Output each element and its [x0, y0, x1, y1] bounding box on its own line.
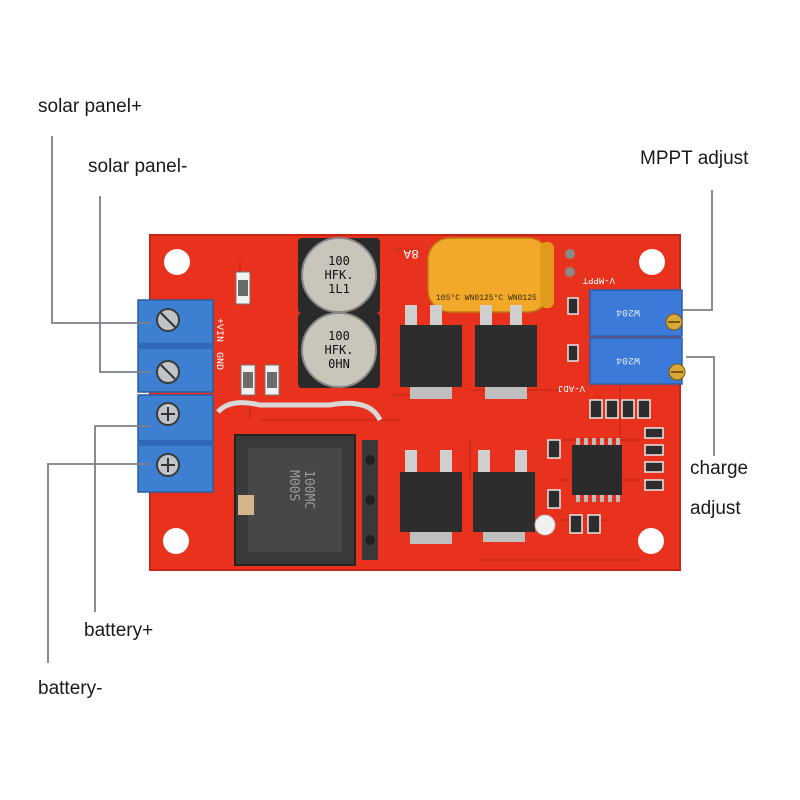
- smd-capacitor-2: 100 HFK. 0HN: [298, 312, 380, 388]
- mounting-hole: [164, 249, 190, 275]
- battery-terminal-block: [137, 394, 214, 493]
- pot1-text: W204: [616, 306, 640, 317]
- inductor-text-line: M00S: [286, 470, 301, 501]
- cap2-text-line: 0HN: [328, 357, 350, 371]
- smd-resistor-array: [547, 297, 664, 534]
- smd-capacitor-1: 100 HFK. 1L1: [298, 237, 380, 313]
- electrolytic-capacitor: 105°C WN0125°C WN0125: [427, 237, 575, 313]
- silkscreen-current: 8A: [403, 246, 419, 261]
- silkscreen-gnd: GND: [213, 352, 224, 370]
- led-indicator: [534, 514, 556, 536]
- mosfet-4: [473, 450, 535, 542]
- wire-jumper: [216, 400, 383, 422]
- pot2-text: W204: [616, 354, 640, 365]
- input-terminal-block: [137, 299, 214, 393]
- leader-lines: [47, 136, 715, 663]
- mosfet-2: [475, 305, 537, 399]
- label-charge-adjust-line2: adjust: [690, 498, 741, 519]
- cap1-text-line: 100: [328, 254, 350, 268]
- label-battery-positive: battery+: [84, 620, 154, 641]
- label-solar-panel-negative: solar panel-: [88, 156, 188, 177]
- power-inductor: 100MC M00S: [234, 434, 378, 566]
- silkscreen-vadj: V-ADJ: [558, 383, 585, 393]
- cap2-text-line: 100: [328, 329, 350, 343]
- mosfet-3: [400, 450, 462, 544]
- mounting-hole: [163, 528, 189, 554]
- inductor-text-line: 100MC: [301, 470, 316, 509]
- label-mppt-adjust: MPPT adjust: [640, 148, 749, 169]
- mounting-hole: [638, 528, 664, 554]
- mosfet-1: [400, 305, 462, 399]
- mppt-trimmer-pot: W204: [589, 289, 683, 337]
- label-charge-adjust-line1: charge: [690, 458, 749, 479]
- cap2-text-line: HFK.: [325, 343, 354, 357]
- cap1-text-line: 1L1: [328, 282, 350, 296]
- silkscreen-vmppt: V-MPPT: [582, 275, 615, 285]
- mounting-hole: [639, 249, 665, 275]
- electrolytic-text: 105°C WN0125°C WN0125: [436, 294, 537, 303]
- cap1-text-line: HFK.: [325, 268, 354, 282]
- charge-trimmer-pot: W204: [589, 337, 686, 385]
- silkscreen-vin: +VIN: [213, 318, 224, 342]
- label-solar-panel-positive: solar panel+: [38, 96, 143, 117]
- controller-ic: [572, 445, 622, 495]
- label-battery-negative: battery-: [38, 678, 103, 699]
